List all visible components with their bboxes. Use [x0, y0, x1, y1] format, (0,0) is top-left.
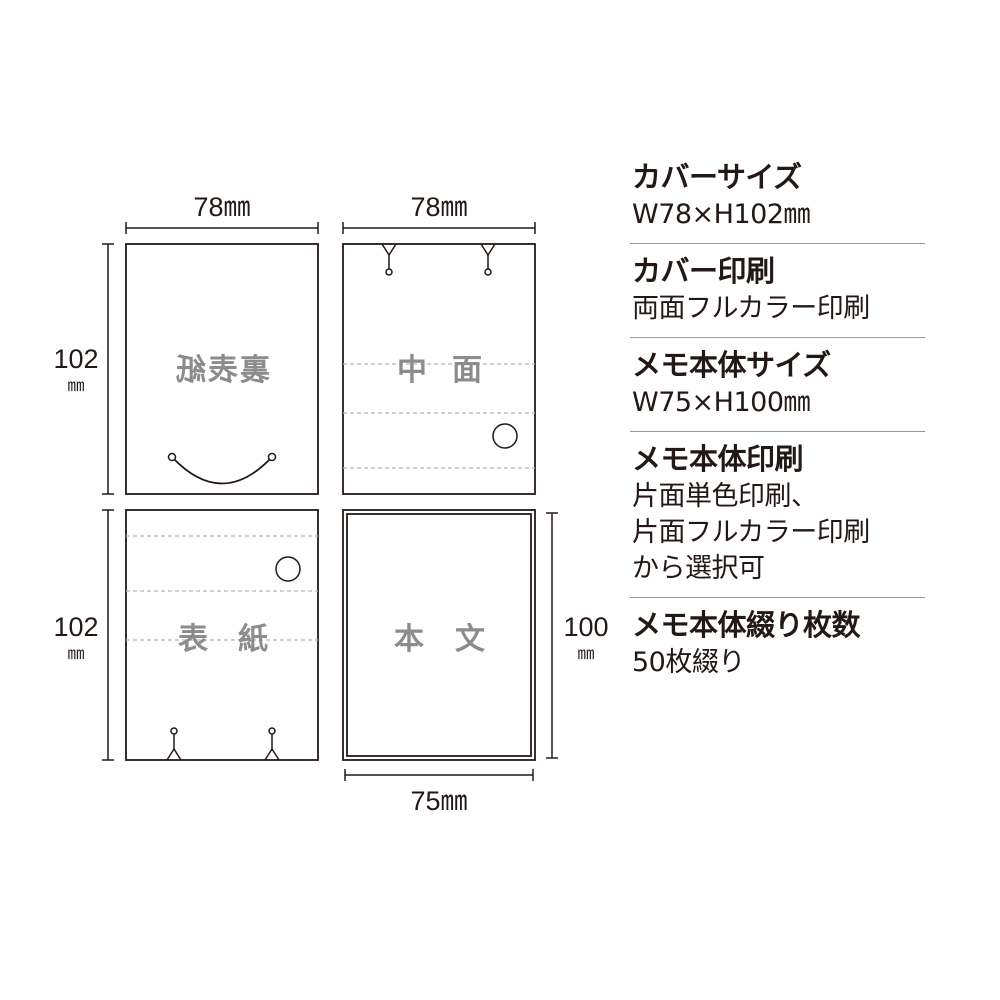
panel-inner-face: 中 面	[342, 243, 536, 495]
dim-top-left-label: 78㎜	[193, 192, 250, 222]
dim-left-lower-label: 102	[53, 612, 98, 642]
spec-value: から選択可	[632, 553, 765, 584]
spec-value: 片面フルカラー印刷	[632, 517, 870, 548]
panel-back-cover: 裏表紙	[125, 243, 319, 495]
hole-marker	[492, 423, 518, 449]
cord-tab	[166, 727, 182, 761]
dim-bottom-label: 75㎜	[410, 786, 467, 816]
spec-value: 両面フルカラー印刷	[632, 293, 870, 324]
spec-value: W78×H102㎜	[632, 199, 811, 230]
spec-memo-print: メモ本体印刷 片面単色印刷、 片面フルカラー印刷 から選択可	[630, 432, 925, 598]
dim-top-left	[125, 222, 319, 234]
panel-body-text: 本 文	[342, 509, 536, 761]
spec-value: W75×H100㎜	[632, 387, 811, 418]
spec-memo-sheets: メモ本体綴り枚数 50枚綴り	[630, 598, 925, 691]
cover-diagram: 78㎜ 78㎜ 102 ㎜ 102 ㎜ 100 ㎜ 75㎜	[53, 192, 608, 816]
spec-cover-print: カバー印刷 両面フルカラー印刷	[630, 244, 925, 338]
inner-face-label-2: 面	[452, 353, 482, 388]
spec-cover-size: カバーサイズ W78×H102㎜	[630, 150, 925, 244]
spec-title: メモ本体綴り枚数	[632, 608, 861, 642]
spec-title: カバー印刷	[632, 254, 775, 288]
inner-face-label-1: 中	[397, 353, 427, 388]
dim-left-upper	[102, 243, 114, 495]
dim-right-lower	[546, 512, 558, 759]
body-text-label-2: 文	[455, 622, 485, 657]
front-cover-label-2: 紙	[238, 622, 268, 657]
spec-list: カバーサイズ W78×H102㎜ カバー印刷 両面フルカラー印刷 メモ本体サイズ…	[630, 150, 925, 691]
elastic-cord	[171, 456, 273, 485]
memo-pad	[346, 513, 532, 757]
spec-title: メモ本体サイズ	[632, 348, 831, 382]
body-text-label-1: 本	[394, 622, 424, 657]
cord-tab	[264, 727, 280, 761]
back-cover-label: 裏表紙	[174, 353, 270, 388]
front-cover-label-1: 表	[178, 622, 208, 657]
cord-tab	[381, 243, 397, 276]
dim-top-right	[342, 222, 536, 234]
dim-left-lower-unit: ㎜	[68, 644, 85, 663]
hole-marker	[275, 556, 301, 582]
dim-left-lower	[102, 509, 114, 761]
dim-bottom	[344, 769, 534, 781]
dim-left-upper-label: 102	[53, 344, 98, 374]
dim-right-lower-unit: ㎜	[578, 644, 595, 663]
panel-front-cover: 表 紙	[125, 509, 319, 761]
spec-memo-size: メモ本体サイズ W75×H100㎜	[630, 338, 925, 432]
spec-value: 片面単色印刷、	[632, 481, 818, 512]
cord-tab	[480, 243, 496, 276]
spec-value: 50枚綴り	[632, 647, 745, 678]
dim-left-upper-unit: ㎜	[68, 376, 85, 395]
dim-top-right-label: 78㎜	[410, 192, 467, 222]
dim-right-lower-label: 100	[563, 612, 608, 642]
spec-title: カバーサイズ	[632, 160, 802, 194]
spec-title: メモ本体印刷	[632, 442, 804, 476]
